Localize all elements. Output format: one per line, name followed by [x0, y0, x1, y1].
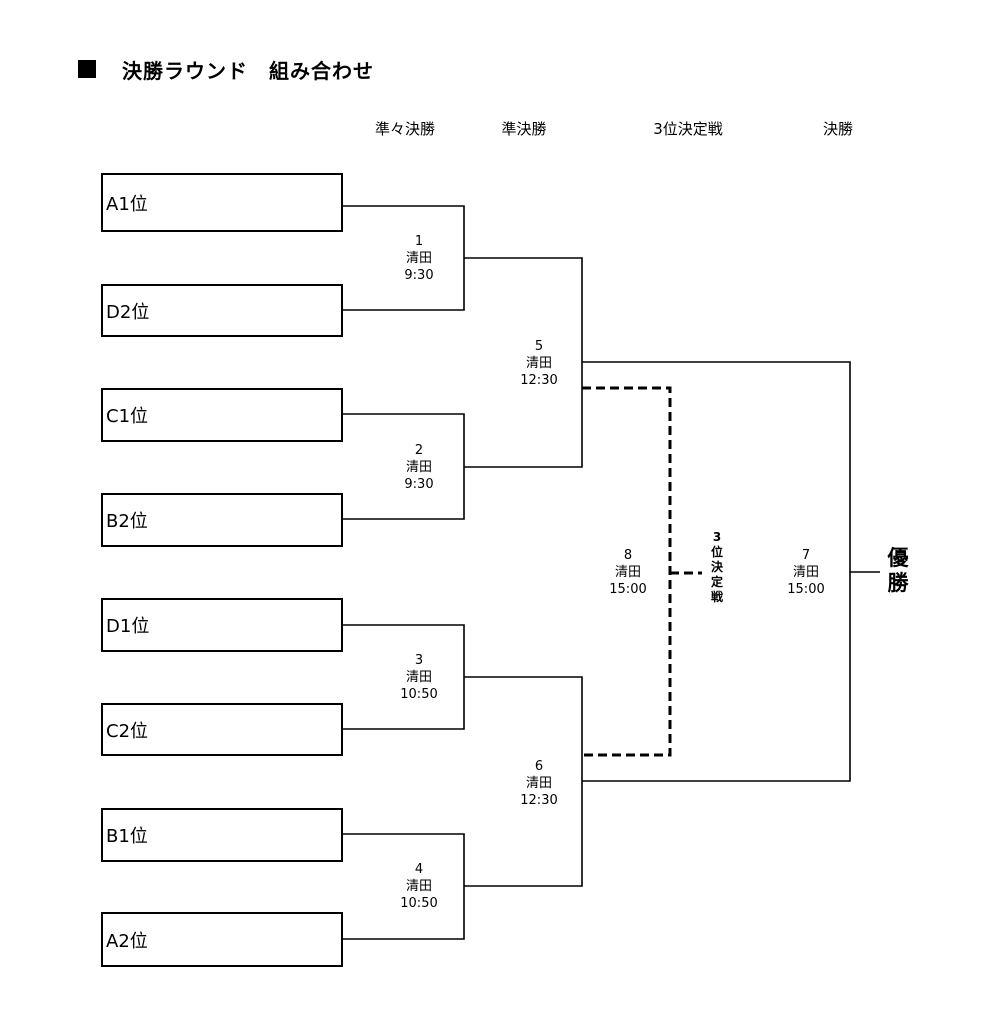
- match-venue: 清田: [525, 356, 552, 371]
- match-info-1: 1 清田 9:30: [404, 233, 433, 284]
- match-venue: 清田: [792, 565, 819, 580]
- team-box-c2: C2位: [101, 703, 343, 756]
- champion-char: 優: [887, 546, 909, 570]
- team-box-b2: B2位: [101, 493, 343, 547]
- square-bullet-icon: [78, 60, 96, 78]
- round-header-semifinal: 準決勝: [501, 120, 547, 138]
- match-time: 10:50: [400, 896, 438, 911]
- match-number: 3: [414, 653, 424, 668]
- third-place-char: 戦: [710, 590, 723, 604]
- team-box-a1: A1位: [101, 173, 343, 232]
- match-number: 1: [414, 234, 424, 249]
- match-info-8: 8 清田 15:00: [609, 547, 646, 598]
- match-info-7: 7 清田 15:00: [787, 547, 824, 598]
- match-info-5: 5 清田 12:30: [520, 338, 557, 389]
- match-venue: 清田: [405, 251, 433, 266]
- third-place-char: 決: [710, 560, 723, 574]
- match-number: 4: [414, 862, 424, 877]
- match-info-6: 6 清田 12:30: [520, 758, 557, 809]
- team-box-b1: B1位: [101, 808, 343, 862]
- match-time: 9:30: [404, 477, 434, 492]
- match-number: 2: [414, 443, 424, 458]
- match-info-2: 2 清田 9:30: [404, 442, 433, 493]
- match-info-3: 3 清田 10:50: [400, 652, 437, 703]
- team-label: A1位: [106, 193, 148, 215]
- match-time: 9:30: [404, 268, 434, 283]
- team-label: C2位: [106, 720, 149, 742]
- champion-char: 勝: [887, 571, 909, 595]
- champion-label: 優 勝: [883, 546, 913, 596]
- match-number: 7: [801, 548, 811, 563]
- round-header-third-place: 3位決定戦: [653, 120, 723, 138]
- match-venue: 清田: [405, 670, 432, 685]
- team-label: C1位: [106, 406, 149, 427]
- team-box-d1: D1位: [101, 598, 343, 652]
- match-venue: 清田: [405, 879, 432, 894]
- third-place-char: 3: [712, 530, 722, 544]
- team-box-a2: A2位: [101, 912, 343, 967]
- match-venue: 清田: [614, 565, 641, 580]
- third-place-label: 3 位 決 定 戦: [707, 530, 727, 605]
- match-venue: 清田: [405, 460, 433, 475]
- round-header-final: 決勝: [822, 120, 854, 138]
- match-number: 8: [623, 548, 633, 563]
- team-box-c1: C1位: [101, 388, 343, 442]
- team-label: D2位: [106, 301, 150, 323]
- match-number: 5: [534, 339, 544, 354]
- match-number: 6: [534, 759, 544, 774]
- team-box-d2: D2位: [101, 284, 343, 337]
- team-label: D1位: [106, 616, 150, 637]
- match-info-4: 4 清田 10:50: [400, 861, 437, 912]
- match-time: 12:30: [520, 793, 558, 808]
- match-time: 10:50: [400, 687, 438, 702]
- match-time: 12:30: [520, 373, 558, 388]
- team-label: B2位: [106, 511, 148, 532]
- page-title: 決勝ラウンド 組み合わせ: [78, 54, 374, 84]
- third-place-char: 位: [710, 545, 723, 559]
- team-label: B1位: [106, 826, 148, 847]
- page-title-text: 決勝ラウンド 組み合わせ: [122, 58, 374, 83]
- third-place-char: 定: [710, 575, 723, 589]
- round-header-quarterfinal: 準々決勝: [374, 120, 436, 138]
- match-venue: 清田: [525, 776, 552, 791]
- match-time: 15:00: [609, 582, 647, 597]
- match-time: 15:00: [787, 582, 825, 597]
- team-label: A2位: [106, 930, 148, 952]
